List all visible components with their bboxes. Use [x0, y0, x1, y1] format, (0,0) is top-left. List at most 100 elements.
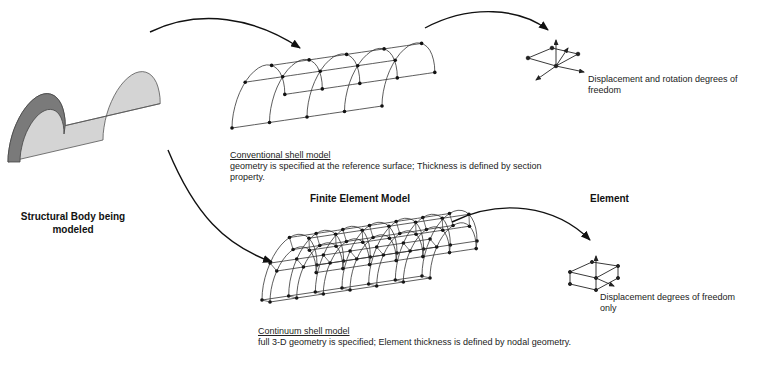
shell-element — [526, 40, 584, 80]
mesh-line — [342, 222, 397, 288]
flow-arrow — [150, 19, 300, 48]
mesh-line — [307, 54, 360, 117]
thickness-line — [350, 251, 357, 259]
thickness-line — [342, 261, 344, 269]
thickness-line — [342, 288, 350, 290]
mesh-node — [433, 71, 437, 75]
thickness-line — [430, 239, 437, 247]
mesh-line — [345, 48, 398, 111]
mesh-node — [283, 93, 287, 97]
thickness-line — [315, 292, 323, 294]
thickness-line — [369, 284, 377, 286]
thickness-line — [388, 226, 389, 238]
mesh-line — [422, 210, 477, 276]
thickness-line — [395, 280, 403, 282]
mesh-node — [230, 126, 234, 130]
mesh-line — [350, 235, 396, 290]
mesh-line — [262, 276, 422, 300]
thickness-line — [323, 255, 330, 263]
thickness-line — [423, 218, 427, 230]
thickness-line — [422, 276, 430, 278]
mesh-line — [430, 223, 476, 278]
thickness-line — [449, 245, 451, 253]
thickness-line — [343, 230, 347, 242]
mesh-node — [356, 64, 360, 68]
body-end-face — [8, 94, 65, 162]
mesh-line — [403, 227, 449, 282]
mesh-node — [425, 228, 429, 232]
mesh-node — [345, 240, 349, 244]
thickness-line — [290, 238, 294, 250]
conventional-shell-mesh — [230, 42, 436, 130]
mesh-node — [243, 80, 247, 84]
structural-body — [8, 72, 160, 162]
mesh-node — [371, 236, 375, 240]
continuum-element — [568, 256, 619, 292]
continuum-shell-mesh — [260, 210, 479, 304]
mesh-node — [291, 248, 295, 252]
thickness-line — [297, 259, 304, 267]
mesh-line — [309, 214, 469, 238]
body-edge — [65, 104, 160, 126]
mesh-line — [323, 239, 369, 294]
thickness-line — [450, 214, 454, 226]
thickness-line — [289, 296, 297, 298]
mesh-line — [293, 226, 453, 250]
mesh-line — [297, 243, 343, 298]
element-note: Displacement degrees of freedom only — [600, 292, 750, 314]
mesh-line — [289, 230, 344, 296]
mesh-node — [396, 76, 400, 80]
thickness-line — [316, 234, 320, 246]
mesh-node — [318, 69, 322, 73]
mesh-node — [270, 64, 274, 68]
mesh-node — [305, 115, 309, 119]
mesh-node — [380, 104, 384, 108]
mesh-node — [420, 42, 424, 46]
thickness-line — [396, 222, 400, 234]
thickness-line — [403, 243, 410, 251]
mesh-line — [395, 214, 450, 280]
mesh-line — [270, 247, 316, 302]
model-note: geometry is specified at the reference s… — [230, 161, 560, 183]
thickness-line — [415, 222, 416, 234]
mesh-node — [281, 75, 285, 79]
mesh-line — [270, 278, 430, 302]
mesh-line — [309, 226, 469, 250]
mesh-node — [393, 58, 397, 62]
mesh-line — [290, 214, 450, 238]
model-title: Continuum shell model — [258, 326, 350, 337]
mesh-node — [382, 47, 386, 51]
element-note: Displacement and rotation degrees of fre… — [588, 74, 758, 96]
mesh-line — [270, 59, 323, 122]
thickness-line — [369, 257, 371, 265]
thickness-line — [316, 265, 318, 273]
column-heading: Finite Element Model — [310, 192, 410, 205]
mesh-line — [262, 234, 317, 300]
thickness-line — [335, 234, 336, 246]
thickness-line — [476, 241, 478, 249]
thickness-line — [442, 218, 443, 230]
mesh-node — [358, 82, 362, 86]
mesh-line — [369, 218, 424, 284]
thickness-line — [468, 214, 469, 226]
mesh-node — [343, 110, 347, 114]
thickness-line — [396, 253, 398, 261]
model-title: Conventional shell model — [230, 150, 331, 161]
thickness-line — [362, 230, 363, 242]
thickness-line — [422, 249, 424, 257]
mesh-line — [245, 60, 395, 82]
thickness-line — [308, 238, 309, 250]
mesh-node — [307, 58, 311, 62]
thickness-line — [377, 247, 384, 255]
column-heading: Element — [590, 192, 629, 205]
flow-arrow — [452, 208, 590, 240]
thickness-line — [262, 300, 270, 302]
mesh-node — [451, 224, 455, 228]
mesh-line — [382, 43, 435, 106]
mesh-line — [285, 72, 435, 94]
body-label: Structural Body being modeled — [18, 210, 128, 236]
body-surface — [8, 72, 160, 162]
mesh-line — [315, 226, 370, 292]
